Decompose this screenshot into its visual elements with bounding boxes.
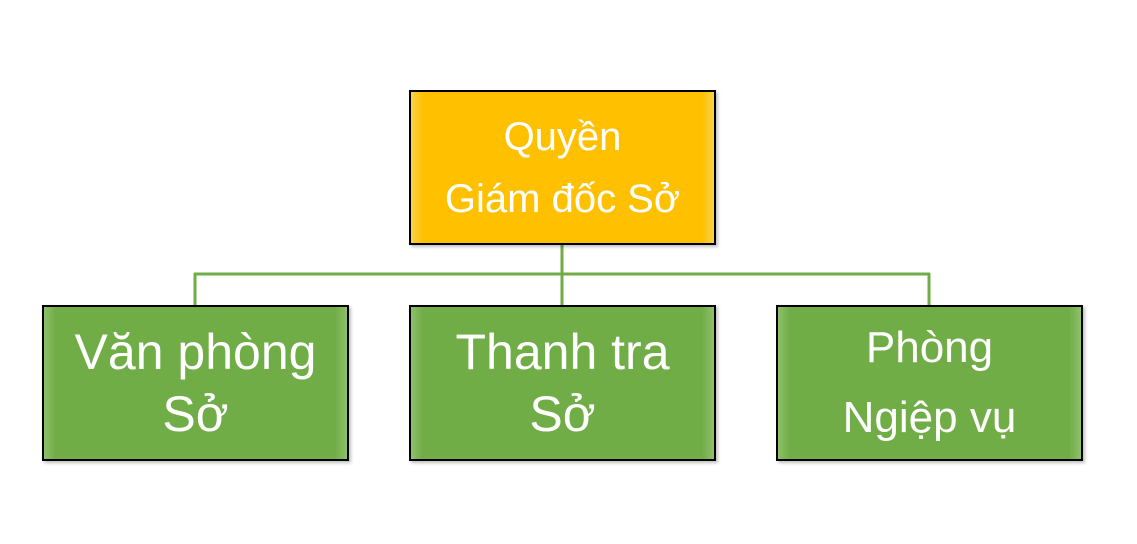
node-professional-department-line-2: Ngiệp vụ [842,393,1017,442]
node-department-office: Văn phòng Sở [42,305,349,461]
node-department-inspectorate-line-1: Thanh tra [455,323,670,380]
node-department-office-line-2: Sở [162,386,229,442]
node-department-inspectorate: Thanh tra Sở [409,305,716,461]
node-acting-director-line-1: Quyền [503,114,622,159]
node-acting-director-line-2: Giám đốc Sở [444,176,681,221]
node-department-inspectorate-line-2: Sở [529,386,596,442]
node-acting-director: Quyền Giám đốc Sở [409,90,716,245]
node-department-office-line-1: Văn phòng [74,323,317,380]
node-professional-department-line-1: Phòng [865,322,994,372]
node-professional-department: Phòng Ngiệp vụ [776,305,1083,461]
